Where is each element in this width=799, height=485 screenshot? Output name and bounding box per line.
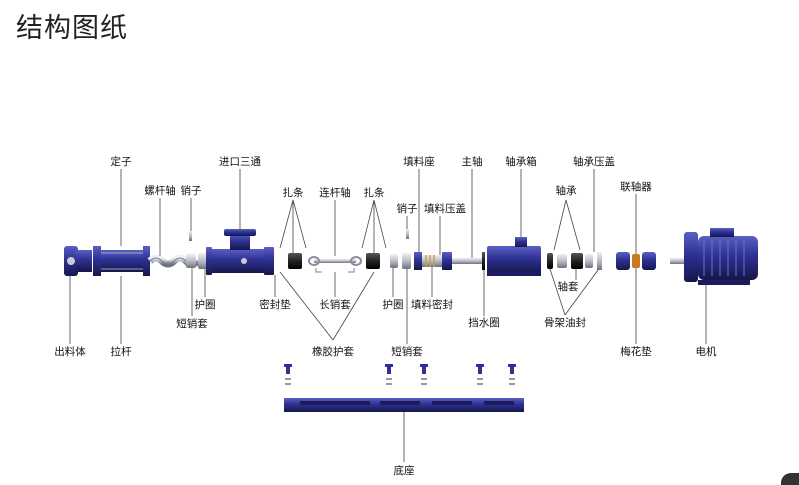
label-band-left: 扎条 xyxy=(283,186,304,199)
floating-widget-corner[interactable] xyxy=(781,473,799,485)
bearing-cover-part xyxy=(597,252,602,270)
label-long-sleeve: 长销套 xyxy=(319,298,351,311)
label-retainer-right: 护圈 xyxy=(383,298,404,311)
label-oil-seal: 骨架油封 xyxy=(544,316,586,329)
labels: 定子 螺杆轴 销子 进口三通 扎条 连杆轴 扎条 填料座 主轴 轴承箱 轴承压盖… xyxy=(54,155,717,477)
label-main-shaft: 主轴 xyxy=(462,155,483,168)
retainer-ring-right xyxy=(390,253,411,269)
label-band-right: 扎条 xyxy=(364,186,385,199)
label-bearing-cover: 轴承压盖 xyxy=(573,155,615,168)
label-shaft-sleeve: 轴套 xyxy=(558,280,579,293)
label-inlet-tee: 进口三通 xyxy=(219,156,261,168)
bearing-housing-part xyxy=(487,237,541,276)
label-short-sleeve-left: 短销套 xyxy=(176,317,208,330)
pin-part-right xyxy=(406,229,409,239)
label-tie-rod: 拉杆 xyxy=(111,345,132,358)
base-frame-part xyxy=(284,398,524,412)
label-packing-gland: 填料压盖 xyxy=(424,202,466,215)
label-retainer-left: 护圈 xyxy=(195,298,216,311)
label-seal-gasket: 密封垫 xyxy=(259,298,291,311)
seal-gasket-part xyxy=(288,253,302,269)
label-motor: 电机 xyxy=(696,345,717,358)
leader-lines xyxy=(69,169,707,462)
label-bearing: 轴承 xyxy=(556,184,577,197)
band-seal-part-right xyxy=(366,253,380,269)
label-connecting-rod: 连杆轴 xyxy=(319,186,351,199)
coupling-part xyxy=(616,252,656,270)
connecting-rod-part xyxy=(308,256,362,266)
label-packing-seal: 填料密封 xyxy=(411,298,453,311)
label-pin-left: 销子 xyxy=(181,184,202,197)
stator-part xyxy=(93,246,150,276)
label-stator: 定子 xyxy=(111,155,132,168)
retainer-ring-left xyxy=(186,253,207,269)
bolt-row xyxy=(284,364,516,385)
label-discharge-body: 出料体 xyxy=(54,345,86,358)
main-shaft-part xyxy=(452,258,482,264)
packing-assembly-part xyxy=(414,252,452,270)
discharge-body-part xyxy=(64,246,92,276)
label-base: 底座 xyxy=(394,464,415,477)
label-short-sleeve-right: 短销套 xyxy=(391,345,423,358)
label-rubber-sleeve: 橡胶护套 xyxy=(312,345,354,358)
long-pin-sleeve-part xyxy=(315,268,355,273)
label-coupling: 联轴器 xyxy=(620,180,652,193)
pin-part-left xyxy=(189,231,192,241)
label-pin-right: 销子 xyxy=(397,202,418,215)
motor-part xyxy=(670,228,758,285)
water-guard-ring-part xyxy=(482,252,485,270)
label-spider-pad: 梅花垫 xyxy=(620,345,652,358)
inlet-tee-part xyxy=(206,229,274,275)
bearing-group-part xyxy=(547,253,593,269)
label-packing-seat: 填料座 xyxy=(403,155,435,168)
label-bearing-housing: 轴承箱 xyxy=(505,155,537,168)
page-title: 结构图纸 xyxy=(16,13,128,44)
label-water-guard: 挡水圈 xyxy=(468,316,500,329)
label-screw-rotor: 螺杆轴 xyxy=(144,184,176,197)
